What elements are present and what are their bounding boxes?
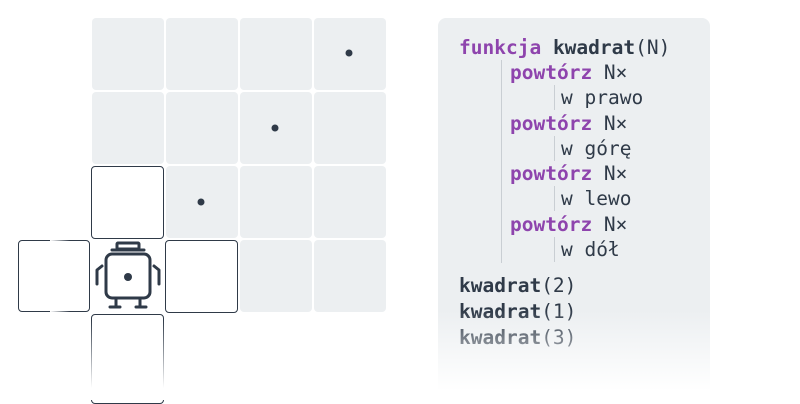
function-params: (N): [635, 36, 671, 59]
code-panel: funkcja kwadrat(N) powtórz N× w prawo po…: [438, 18, 710, 400]
repeat-line: powtórz N×: [510, 212, 627, 237]
grid-cell: [166, 92, 238, 164]
repeat-count: N×: [592, 162, 628, 185]
offgrid-cell-below: [91, 314, 164, 404]
robot-hat: [115, 241, 141, 251]
grid-cell-outlined: [165, 240, 238, 313]
call-name: kwadrat: [459, 274, 542, 297]
grid-cell: [240, 240, 312, 312]
function-name: kwadrat: [552, 36, 636, 59]
command-line: w lewo: [561, 186, 631, 211]
command-line: w górę: [561, 136, 631, 161]
grid-cell: [314, 92, 386, 164]
keyword-powtorz: powtórz: [510, 162, 593, 185]
function-call: kwadrat(1): [459, 299, 576, 324]
function-call: kwadrat(3): [459, 325, 576, 350]
call-args: (2): [541, 274, 577, 297]
offgrid-cell-left: [18, 240, 90, 312]
repeat-count: N×: [592, 112, 628, 135]
call-name: kwadrat: [459, 326, 542, 349]
grid-cell-outlined: [91, 166, 164, 239]
call-args: (3): [541, 326, 577, 349]
call-args: (1): [541, 300, 577, 323]
indent-guide: [554, 136, 555, 161]
grid-cell: [240, 18, 312, 90]
command: w górę: [561, 137, 632, 160]
grid-cell: [240, 166, 312, 238]
repeat-count: N×: [592, 213, 628, 236]
keyword-powtorz: powtórz: [510, 213, 593, 236]
repeat-count: N×: [592, 61, 628, 84]
repeat-line: powtórz N×: [510, 161, 627, 186]
command: w lewo: [561, 187, 632, 210]
grid-cell: [92, 92, 164, 164]
keyword-funkcja: funkcja: [459, 36, 542, 59]
keyword-powtorz: powtórz: [510, 112, 593, 135]
function-call: kwadrat(2): [459, 273, 576, 298]
robot-icon: [95, 241, 161, 309]
indent-guide: [554, 186, 555, 211]
grid-cell: [92, 18, 164, 90]
command-line: w dół: [561, 237, 620, 262]
repeat-line: powtórz N×: [510, 111, 627, 136]
command-line: w prawo: [561, 85, 643, 110]
command: w dół: [561, 238, 620, 261]
indent-guide: [554, 237, 555, 262]
robot-dot: [124, 273, 132, 281]
indent-guide: [501, 60, 502, 263]
path-dot: [197, 198, 205, 206]
call-name: kwadrat: [459, 300, 542, 323]
command: w prawo: [561, 86, 644, 109]
keyword-powtorz: powtórz: [510, 61, 593, 84]
grid-cell: [314, 166, 386, 238]
path-dot: [345, 49, 353, 57]
function-definition: funkcja kwadrat(N): [459, 35, 670, 60]
repeat-line: powtórz N×: [510, 60, 627, 85]
robot-body: [104, 252, 152, 300]
path-dot: [271, 124, 279, 132]
indent-guide: [554, 85, 555, 110]
grid-cell: [166, 18, 238, 90]
grid-cell: [314, 240, 386, 312]
